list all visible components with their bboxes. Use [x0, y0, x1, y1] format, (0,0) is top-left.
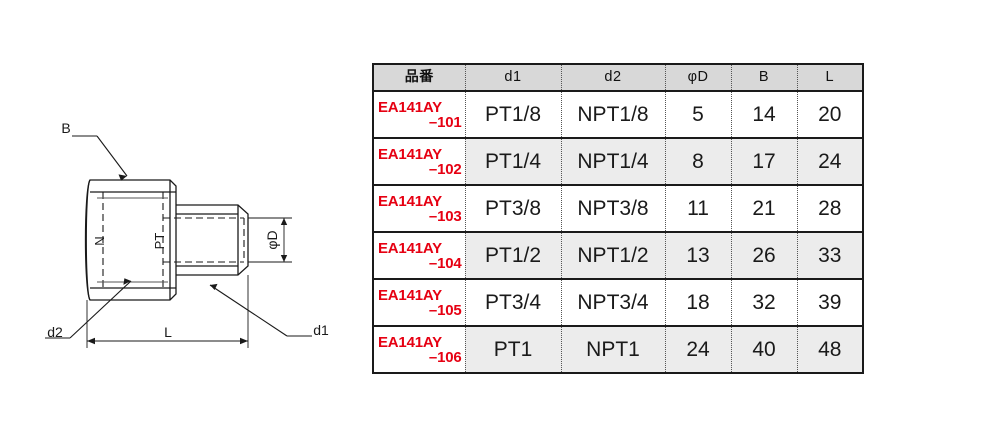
cell-d1: PT1/2	[465, 232, 562, 280]
label-thread-female: N	[92, 236, 107, 245]
cell-d1: PT3/8	[465, 185, 562, 233]
part-number-prefix: EA141AY	[378, 239, 442, 257]
part-number-suffix: –102	[428, 160, 462, 178]
table-row[interactable]: EA141AY –103 PT3/8 NPT3/8 11 21 28	[373, 185, 863, 233]
cell-phi-d: 13	[665, 232, 732, 280]
label-l: L	[164, 324, 172, 340]
label-thread-male: PT	[152, 233, 167, 250]
cell-phi-d: 8	[665, 138, 732, 186]
cell-l: 33	[797, 232, 863, 280]
cell-l: 20	[797, 91, 863, 139]
cell-part-number: EA141AY –104	[373, 232, 466, 280]
internal-bore-hidden-lines	[102, 191, 245, 289]
cell-phi-d: 24	[665, 326, 732, 373]
part-number-suffix: –104	[428, 254, 462, 272]
label-phi-d: φD	[264, 230, 280, 249]
cell-l: 39	[797, 279, 863, 327]
leader-lines	[45, 135, 312, 339]
cell-b: 14	[731, 91, 798, 139]
cell-phi-d: 11	[665, 185, 732, 233]
cell-b: 17	[731, 138, 798, 186]
cell-part-number: EA141AY –105	[373, 279, 466, 327]
table-row[interactable]: EA141AY –106 PT1 NPT1 24 40 48	[373, 326, 863, 373]
label-b: B	[61, 120, 70, 136]
cell-b: 40	[731, 326, 798, 373]
cell-part-number: EA141AY –101	[373, 91, 466, 139]
cell-b: 32	[731, 279, 798, 327]
cell-d2: NPT3/8	[561, 185, 666, 233]
cell-l: 28	[797, 185, 863, 233]
cell-phi-d: 5	[665, 91, 732, 139]
table-row[interactable]: EA141AY –105 PT3/4 NPT3/4 18 32 39	[373, 279, 863, 327]
cell-l: 24	[797, 138, 863, 186]
table-header-row: 品番 d1 d2 φD B L	[373, 64, 863, 92]
header-d1: d1	[465, 64, 562, 92]
header-part-number: 品番	[373, 64, 466, 92]
header-d2: d2	[561, 64, 666, 92]
cell-part-number: EA141AY –106	[373, 326, 466, 373]
bore-detail-lines	[97, 197, 168, 283]
part-number-suffix: –101	[428, 113, 462, 131]
cell-d2: NPT3/4	[561, 279, 666, 327]
cell-b: 26	[731, 232, 798, 280]
specification-table: 品番 d1 d2 φD B L EA141AY –101 PT1/8 NPT1/…	[372, 63, 864, 374]
cell-d2: NPT1/2	[561, 232, 666, 280]
part-number-prefix: EA141AY	[378, 333, 442, 351]
header-l: L	[797, 64, 863, 92]
cell-d2: NPT1	[561, 326, 666, 373]
cell-d1: PT1	[465, 326, 562, 373]
cell-d1: PT1/8	[465, 91, 562, 139]
part-number-prefix: EA141AY	[378, 286, 442, 304]
technical-drawing-panel: B d2 d1 L φD N PT	[0, 0, 360, 437]
table-row[interactable]: EA141AY –104 PT1/2 NPT1/2 13 26 33	[373, 232, 863, 280]
part-number-suffix: –105	[428, 301, 462, 319]
cell-part-number: EA141AY –102	[373, 138, 466, 186]
header-phi-d: φD	[665, 64, 732, 92]
male-thread-outline	[176, 204, 249, 276]
cell-b: 21	[731, 185, 798, 233]
label-d2: d2	[47, 324, 63, 340]
cell-phi-d: 18	[665, 279, 732, 327]
header-b: B	[731, 64, 798, 92]
part-number-suffix: –103	[428, 207, 462, 225]
part-number-prefix: EA141AY	[378, 145, 442, 163]
cell-d1: PT3/4	[465, 279, 562, 327]
cell-d2: NPT1/4	[561, 138, 666, 186]
label-d1: d1	[313, 322, 329, 338]
part-number-prefix: EA141AY	[378, 98, 442, 116]
phi-d-dimension	[248, 217, 292, 263]
part-number-suffix: –106	[428, 348, 462, 366]
spec-table-container: 品番 d1 d2 φD B L EA141AY –101 PT1/8 NPT1/…	[372, 63, 864, 374]
table-row[interactable]: EA141AY –101 PT1/8 NPT1/8 5 14 20	[373, 91, 863, 139]
table-row[interactable]: EA141AY –102 PT1/4 NPT1/4 8 17 24	[373, 138, 863, 186]
l-dimension	[86, 275, 249, 348]
table-body: EA141AY –101 PT1/8 NPT1/8 5 14 20 EA141A…	[373, 91, 863, 373]
cell-part-number: EA141AY –103	[373, 185, 466, 233]
cell-l: 48	[797, 326, 863, 373]
fitting-drawing: B d2 d1 L φD N PT	[45, 120, 329, 348]
part-number-prefix: EA141AY	[378, 192, 442, 210]
cell-d2: NPT1/8	[561, 91, 666, 139]
cell-d1: PT1/4	[465, 138, 562, 186]
